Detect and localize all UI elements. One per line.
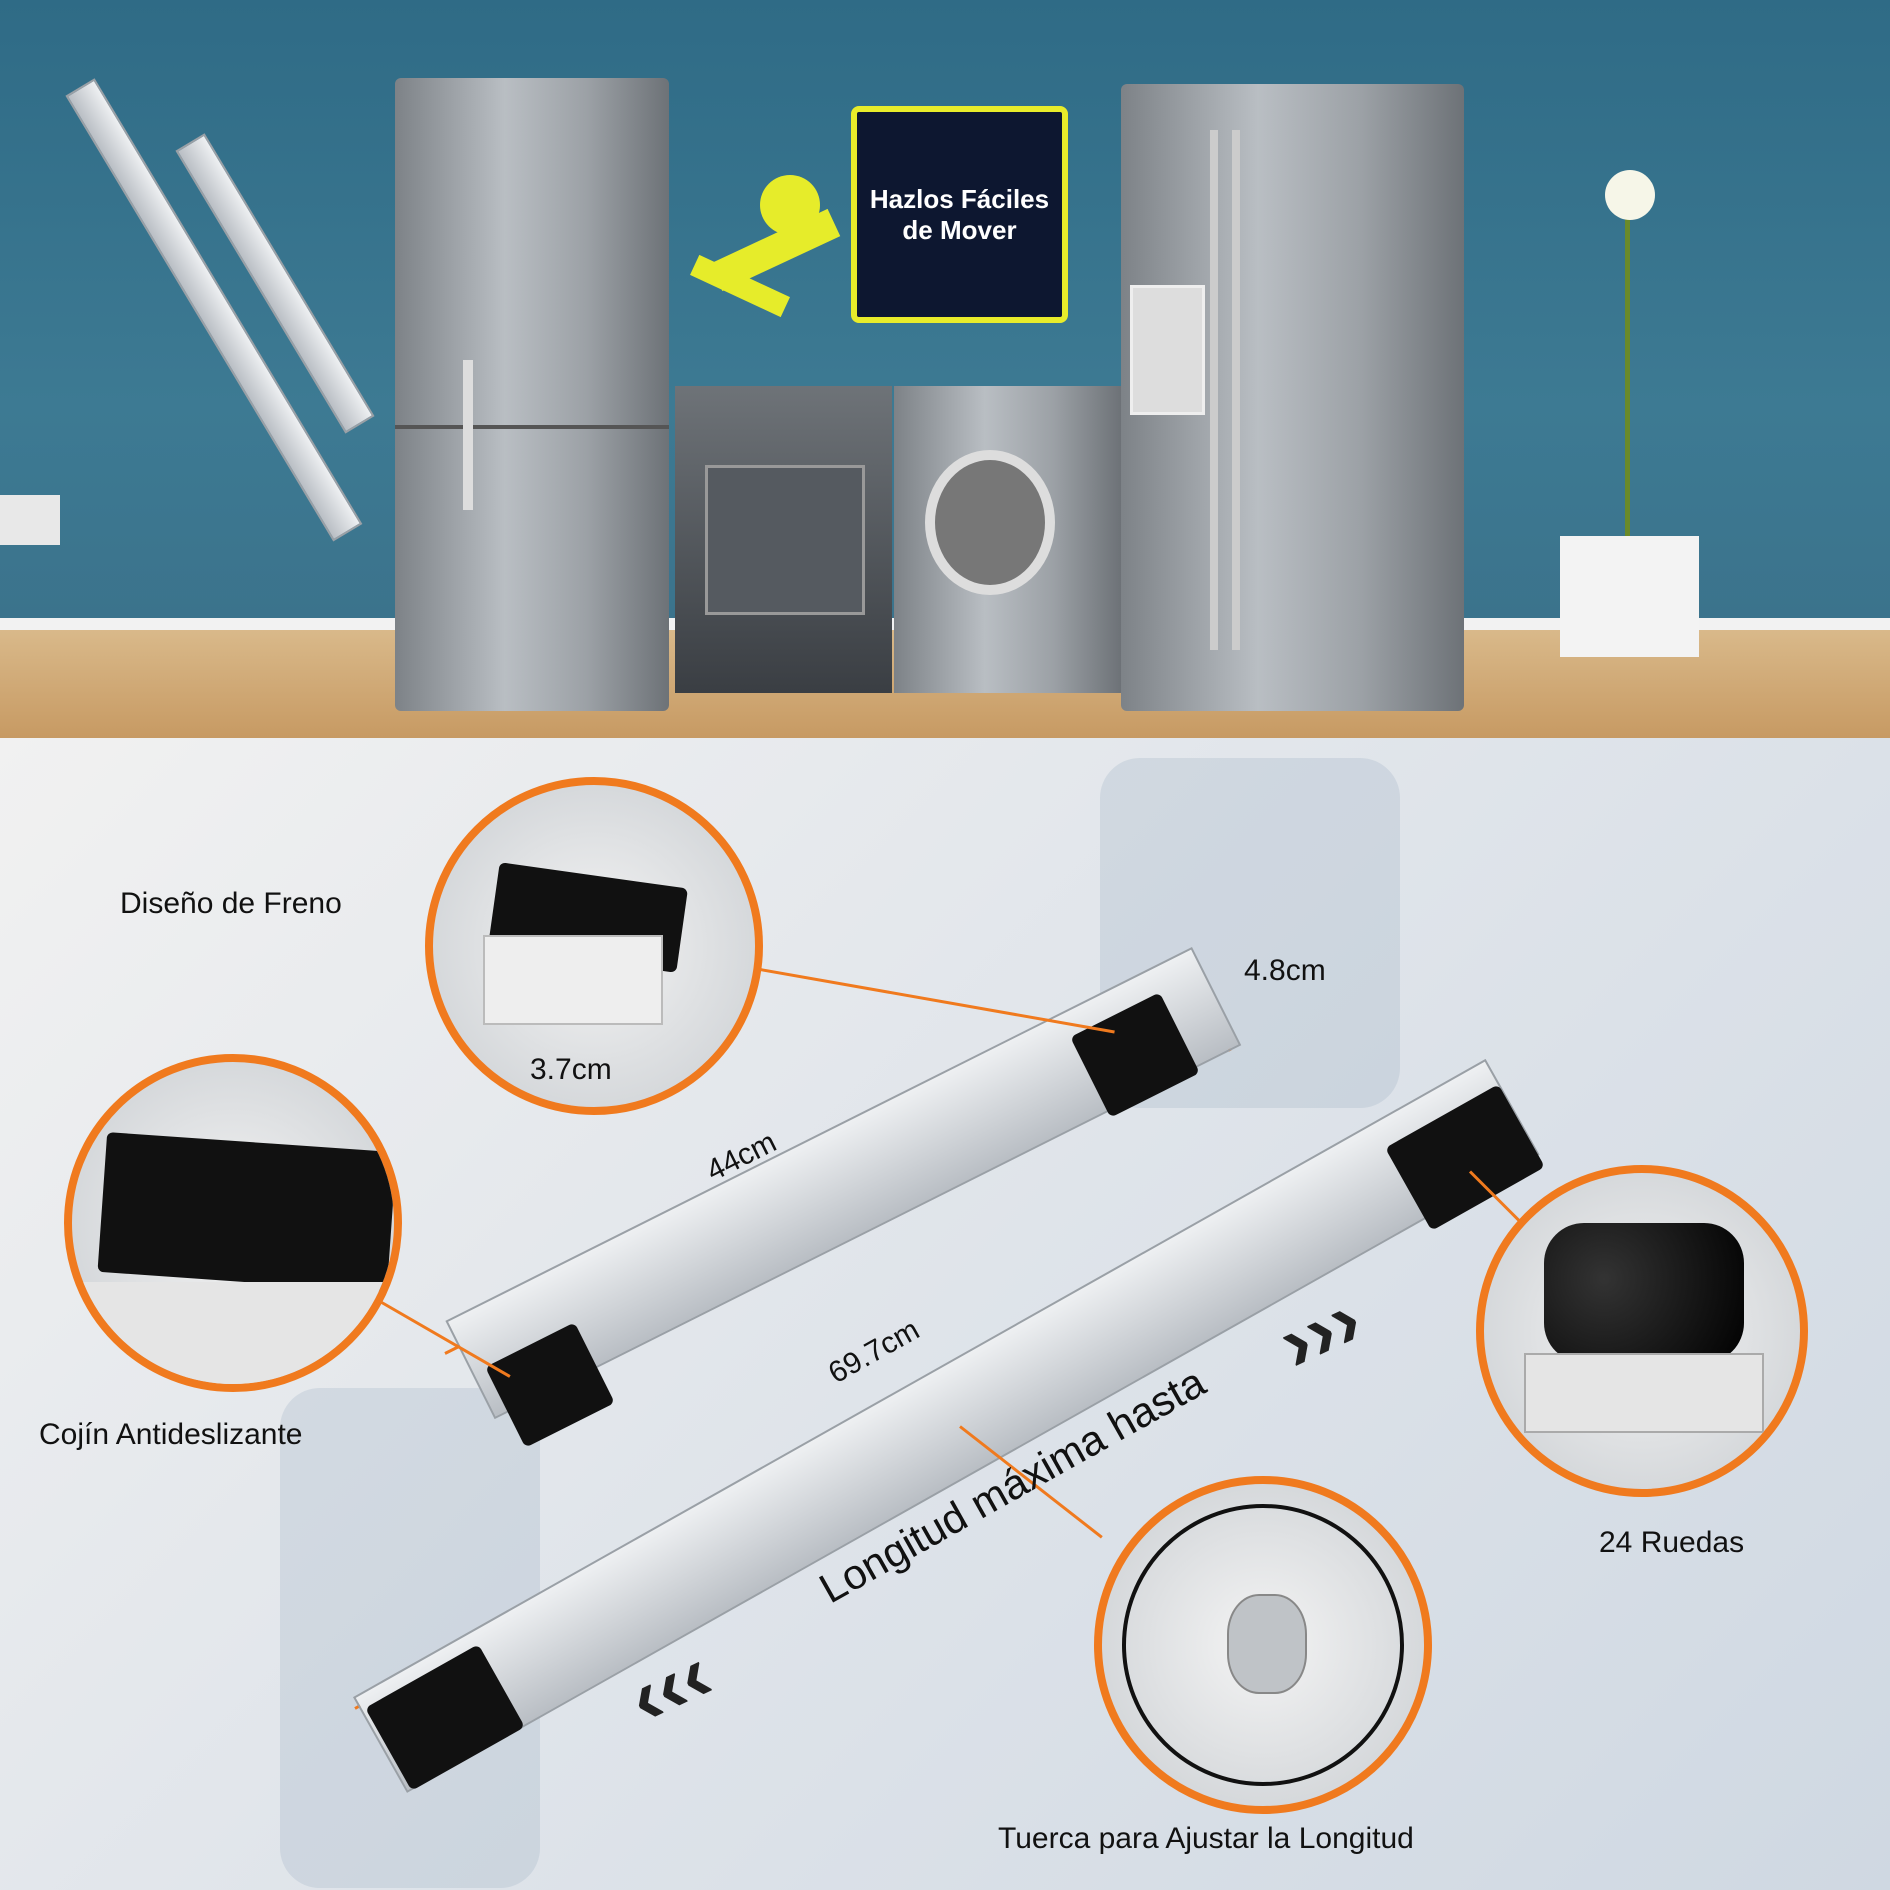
plant-stem	[1625, 200, 1630, 536]
fridge-handle	[463, 360, 473, 510]
fridge-handles	[1210, 130, 1240, 650]
brake-label: Diseño de Freno	[120, 887, 342, 920]
water-dispenser	[1130, 285, 1205, 415]
washer-door	[925, 450, 1055, 595]
fridge-left	[395, 78, 669, 711]
flower	[1605, 170, 1655, 220]
oven-window	[705, 465, 865, 615]
banner-line-1: Hazlos Fáciles	[869, 183, 1050, 214]
fridge-divider	[395, 425, 669, 429]
pushing-figure-icon	[690, 175, 841, 325]
brake-detail-circle	[425, 777, 763, 1115]
nut-detail-circle	[1094, 1476, 1432, 1814]
wheels-detail-circle	[1476, 1165, 1808, 1497]
product-bar-1	[65, 78, 363, 542]
banner-sign: Hazlos Fáciles de Mover	[851, 106, 1068, 323]
window-sill	[0, 495, 60, 545]
banner-line-2: de Mover	[902, 214, 1017, 245]
width-dimension-label: 4.8cm	[1244, 954, 1326, 987]
plant-pot	[1560, 536, 1699, 657]
cushion-detail-circle	[64, 1054, 402, 1392]
kitchen-scene: Hazlos Fáciles de Mover	[0, 0, 1890, 738]
cushion-label: Cojín Antideslizante	[39, 1418, 303, 1451]
wheels-label: 24 Ruedas	[1599, 1526, 1745, 1559]
nut-label: Tuerca para Ajustar la Longitud	[998, 1822, 1414, 1855]
height-dimension-label: 3.7cm	[530, 1053, 612, 1086]
